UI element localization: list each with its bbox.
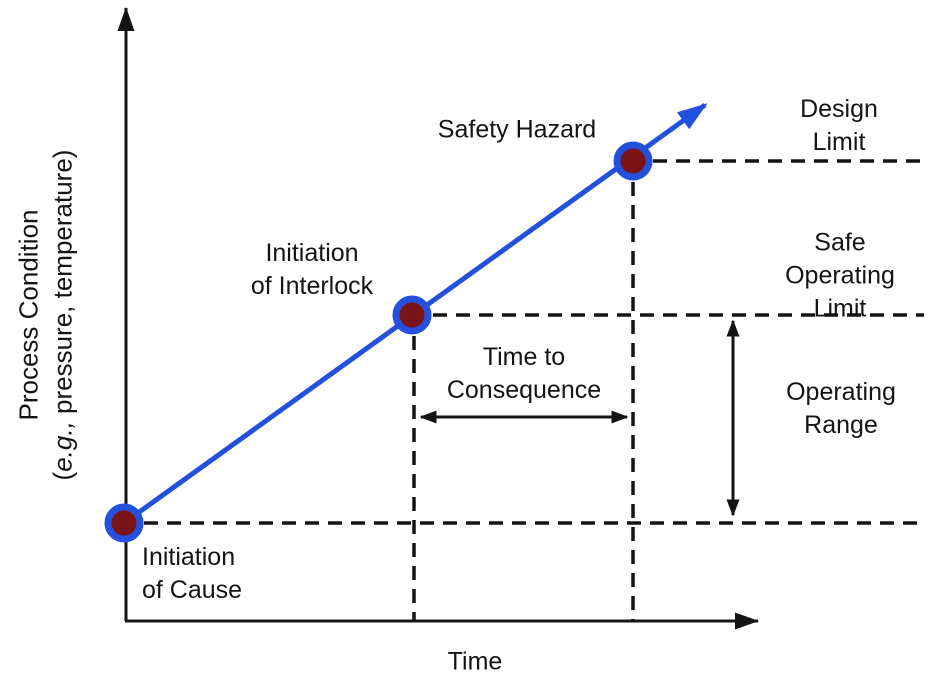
point-safety-hazard — [613, 141, 653, 181]
y-axis-title: Process Condition (e.g., pressure, tempe… — [12, 150, 81, 481]
operating-range-label: Operating Range — [786, 378, 896, 439]
y-axis-abbreviation-italic: e.g., — [48, 421, 78, 472]
safety-hazard-label: Safety Hazard — [437, 115, 597, 144]
x-axis-title: Time — [447, 647, 503, 676]
time-to-consequence-label: Time to Consequence — [446, 343, 602, 404]
y-axis-title-line2: (e.g., pressure, temperature) — [48, 149, 78, 481]
initiation-of-interlock-label: Initiation of Interlock — [250, 239, 374, 300]
y-axis-title-line1: Process Condition — [13, 209, 44, 421]
safe-operating-limit-label: Safe Operating Limit — [785, 228, 895, 323]
point-initiation-of-interlock — [392, 295, 432, 335]
point-initiation-of-cause — [104, 503, 144, 543]
initiation-of-cause-label: Initiation of Cause — [142, 543, 243, 604]
design-limit-label: Design Limit — [800, 95, 878, 156]
